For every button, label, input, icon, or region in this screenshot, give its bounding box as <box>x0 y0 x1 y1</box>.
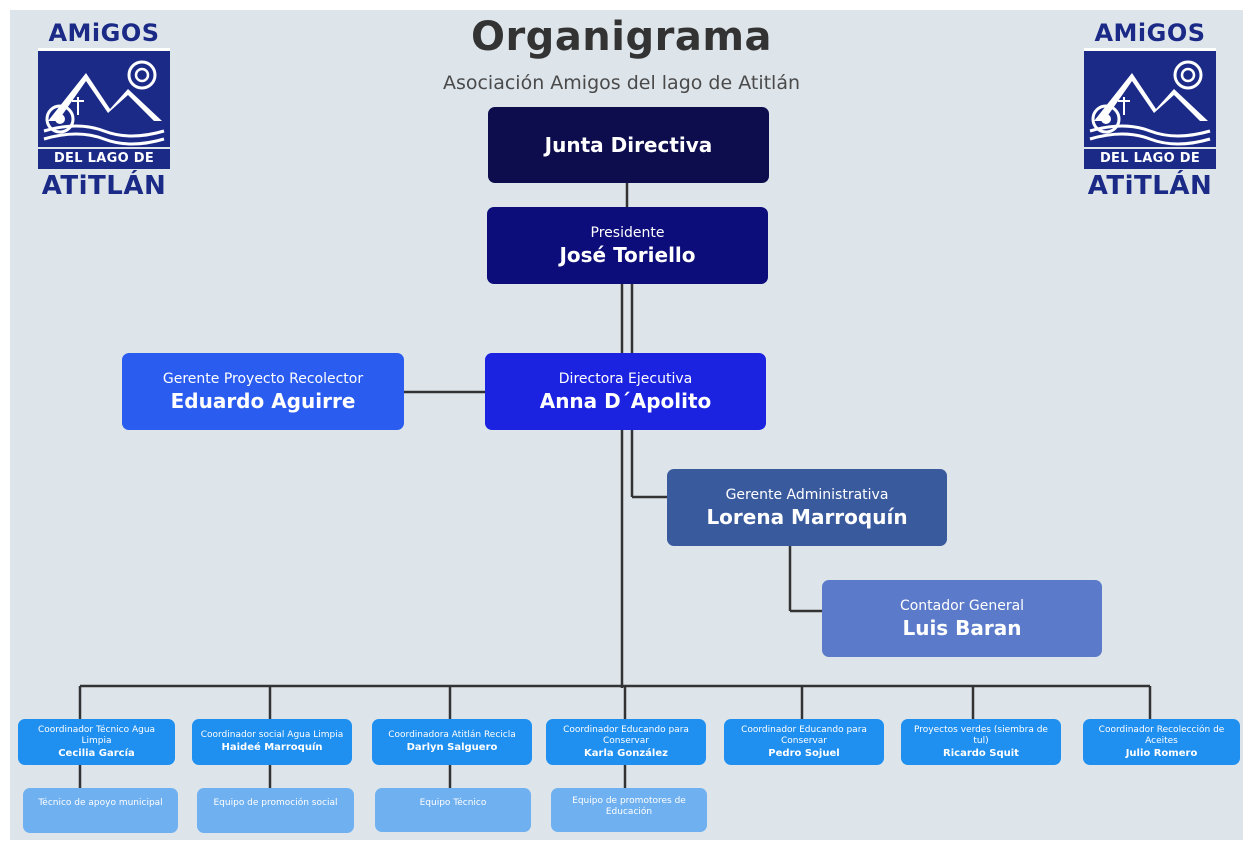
node-role: Presidente <box>590 224 665 241</box>
node-name: Ricardo Squit <box>943 747 1019 759</box>
node-team: Equipo Técnico <box>375 788 531 832</box>
logo-bottom-text: ATiTLÁN <box>41 171 167 201</box>
node-team: Equipo de promotores de Educación <box>551 788 707 832</box>
logo-top-text: AMiGOS <box>48 19 160 47</box>
node-name: Junta Directiva <box>544 133 713 157</box>
node-coordinator: Coordinador Educando para Conservar Karl… <box>546 719 706 765</box>
node-coordinator: Coordinador Técnico Agua Limpia Cecilia … <box>18 719 175 765</box>
logo-middle-text: DEL LAGO DE <box>38 149 170 169</box>
logo-middle-text: DEL LAGO DE <box>1084 149 1216 169</box>
node-role: Coordinador Educando para Conservar <box>563 724 689 746</box>
node-name: Haideé Marroquín <box>221 742 323 753</box>
node-name: Julio Romero <box>1125 747 1198 759</box>
node-name: Luis Baran <box>902 615 1022 640</box>
node-coordinator: Coordinadora Atitlán Recicla Darlyn Salg… <box>372 719 532 765</box>
node-role: Proyectos verdes (siembra de tul) <box>914 724 1048 746</box>
node-role: Coordinador Técnico Agua Limpia <box>37 724 156 746</box>
lake-volcano-emblem-icon <box>1084 48 1216 147</box>
node-role: Coordinador Recolección de Aceites <box>1098 724 1225 746</box>
node-name: Lorena Marroquín <box>706 504 908 529</box>
page-title: Organigrama <box>470 14 773 60</box>
node-coordinator: Coordinador social Agua Limpia Haideé Ma… <box>192 719 352 765</box>
logo-left: AMiGOS DEL LAGO DE ATiTLÁN <box>38 18 170 208</box>
node-name: Karla González <box>584 747 668 759</box>
node-name: Pedro Sojuel <box>768 747 840 759</box>
node-role: Coordinador Educando para Conservar <box>741 724 867 746</box>
node-name: Darlyn Salguero <box>406 742 498 753</box>
node-junta-directiva: Junta Directiva <box>488 107 769 183</box>
node-team: Equipo de promoción social <box>197 788 354 833</box>
node-gerente-administrativa: Gerente Administrativa Lorena Marroquín <box>667 469 947 546</box>
node-coordinator: Proyectos verdes (siembra de tul) Ricard… <box>901 719 1061 765</box>
logo-top-text: AMiGOS <box>1094 19 1206 47</box>
node-role: Coordinador social Agua Limpia <box>200 730 344 740</box>
node-coordinator: Coordinador Recolección de Aceites Julio… <box>1083 719 1240 765</box>
node-contador-general: Contador General Luis Baran <box>822 580 1102 657</box>
logo-right: AMiGOS DEL LAGO DE ATiTLÁN <box>1084 18 1216 208</box>
node-name: Eduardo Aguirre <box>170 388 356 413</box>
node-coordinator: Coordinador Educando para Conservar Pedr… <box>724 719 884 765</box>
node-role: Directora Ejecutiva <box>558 370 693 387</box>
node-role: Coordinadora Atitlán Recicla <box>388 730 516 740</box>
node-team: Técnico de apoyo municipal <box>23 788 178 833</box>
node-role: Gerente Administrativa <box>725 486 889 503</box>
node-gerente-proyecto: Gerente Proyecto Recolector Eduardo Agui… <box>122 353 404 430</box>
node-name: José Toriello <box>559 242 696 267</box>
node-presidente: Presidente José Toriello <box>487 207 768 284</box>
lake-volcano-emblem-icon <box>38 48 170 147</box>
node-name: Anna D´Apolito <box>539 388 712 413</box>
logo-bottom-text: ATiTLÁN <box>1087 171 1213 201</box>
node-directora-ejecutiva: Directora Ejecutiva Anna D´Apolito <box>485 353 766 430</box>
node-role: Contador General <box>899 597 1025 614</box>
node-role: Gerente Proyecto Recolector <box>162 370 364 387</box>
page-subtitle: Asociación Amigos del lago de Atitlán <box>442 72 801 94</box>
node-name: Cecilia García <box>58 747 135 759</box>
